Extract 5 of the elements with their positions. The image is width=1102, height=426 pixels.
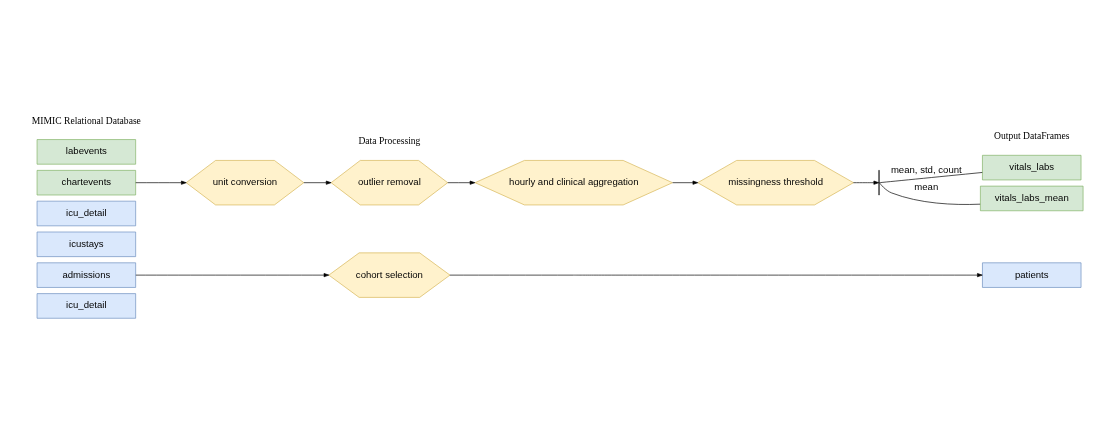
edge-label: mean, std, count (890, 163, 962, 175)
edge-label: mean (914, 180, 939, 192)
label: Output DataFrames (994, 129, 1070, 141)
label: Data Processing (358, 134, 421, 146)
label: MIMIC Relational Database (31, 114, 141, 126)
